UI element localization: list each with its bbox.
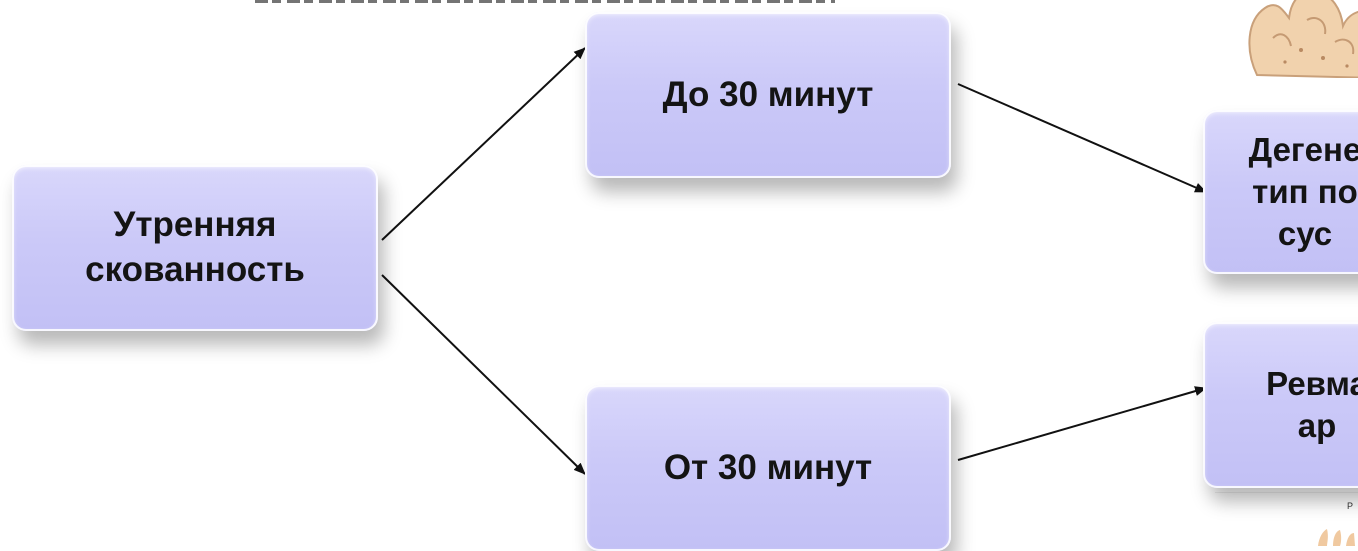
hand-xray-icon: Р (1318, 501, 1355, 546)
node-morning-stiffness: Утренняя скованность (12, 165, 378, 331)
arrow-root-to-upper (381, 47, 586, 241)
cropped-title-remnant (255, 0, 835, 3)
node-up-to-30-minutes: До 30 минут (585, 12, 951, 178)
node-from-30-minutes: От 30 минут (585, 385, 951, 551)
hand-joint-illustration (1248, 0, 1358, 78)
svg-text:Р: Р (1347, 501, 1353, 511)
arrow-root-to-lower (381, 274, 586, 475)
node-lower-label: От 30 минут (663, 447, 873, 487)
arrow-lower-to-rheum (957, 386, 1207, 461)
node-degenerative-type: Дегене тип по сус (1203, 110, 1358, 274)
node-rheumatoid-arthritis: Ревма ар (1203, 322, 1358, 488)
node-upper-label: До 30 минут (662, 74, 874, 114)
arrow-upper-to-degen (957, 83, 1207, 193)
node-degen-label: Дегене тип по сус (1248, 130, 1358, 253)
rheumatoid-illustration: Р (1215, 492, 1358, 546)
node-root-label: Утренняя скованность (85, 205, 305, 289)
node-rheum-label: Ревма ар (1266, 364, 1358, 444)
